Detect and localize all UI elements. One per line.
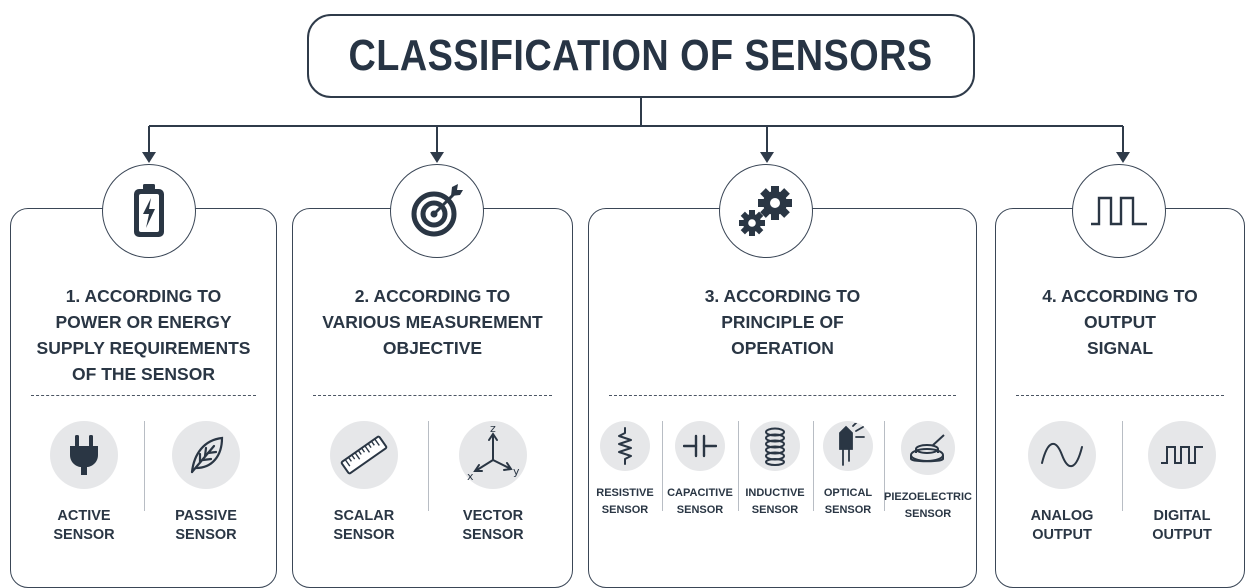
item-separator bbox=[813, 421, 814, 511]
sensor-label: PASSIVE SENSOR bbox=[175, 508, 237, 543]
dashed-divider bbox=[313, 395, 552, 396]
sensor-item-analog: ANALOG OUTPUT bbox=[1010, 421, 1114, 545]
leaf-icon bbox=[172, 421, 240, 489]
sensor-item-optical: OPTICAL SENSOR bbox=[814, 421, 882, 519]
sine-wave-icon bbox=[1028, 421, 1096, 489]
sensor-label: SCALAR SENSOR bbox=[333, 508, 395, 543]
capacitor-icon bbox=[675, 421, 725, 471]
sensor-item-active: ACTIVE SENSOR bbox=[29, 421, 139, 545]
page-title: CLASSIFICATION OF SENSORS bbox=[349, 31, 933, 80]
sensor-item-scalar: SCALAR SENSOR bbox=[309, 421, 419, 545]
sensor-label: OPTICAL SENSOR bbox=[823, 487, 873, 516]
z-axis-label: z bbox=[490, 424, 496, 435]
plug-icon bbox=[50, 421, 118, 489]
digital-wave-icon bbox=[1148, 421, 1216, 489]
light-icon bbox=[823, 421, 873, 471]
category-panel-operation: 3. ACCORDING TO PRINCIPLE OF OPERATION R… bbox=[588, 208, 977, 588]
resistor-icon bbox=[600, 421, 650, 471]
gears-icon bbox=[719, 164, 813, 258]
category-heading: 2. ACCORDING TO VARIOUS MEASUREMENT OBJE… bbox=[322, 286, 543, 358]
category-panel-output: 4. ACCORDING TO OUTPUT SIGNAL ANALOG OUT… bbox=[995, 208, 1245, 588]
sensor-label: VECTOR SENSOR bbox=[462, 508, 524, 543]
item-separator bbox=[1122, 421, 1123, 511]
sensor-label: ANALOG OUTPUT bbox=[1030, 508, 1094, 543]
sensor-item-vector: z x y VECTOR SENSOR bbox=[438, 421, 548, 545]
category-heading: 3. ACCORDING TO PRINCIPLE OF OPERATION bbox=[704, 286, 861, 358]
sensor-item-digital: DIGITAL OUTPUT bbox=[1130, 421, 1234, 545]
category-panel-measurement: 2. ACCORDING TO VARIOUS MEASUREMENT OBJE… bbox=[292, 208, 573, 588]
target-icon bbox=[390, 164, 484, 258]
square-wave-icon bbox=[1072, 164, 1166, 258]
ruler-icon bbox=[330, 421, 398, 489]
category-heading: 1. ACCORDING TO POWER OR ENERGY SUPPLY R… bbox=[36, 286, 251, 384]
y-axis-label: y bbox=[513, 465, 520, 478]
sensor-label: INDUCTIVE SENSOR bbox=[745, 487, 805, 516]
sensor-item-resistive: RESISTIVE SENSOR bbox=[591, 421, 659, 519]
sensor-label: PIEZOELECTRIC SENSOR bbox=[883, 491, 972, 520]
axes-icon: z x y bbox=[459, 421, 527, 489]
title-box: CLASSIFICATION OF SENSORS bbox=[307, 14, 975, 98]
category-panel-power: 1. ACCORDING TO POWER OR ENERGY SUPPLY R… bbox=[10, 208, 277, 588]
coil-icon bbox=[750, 421, 800, 471]
dashed-divider bbox=[1016, 395, 1224, 396]
sensor-item-capacitive: CAPACITIVE SENSOR bbox=[663, 421, 737, 519]
sensor-label: RESISTIVE SENSOR bbox=[596, 487, 654, 516]
item-separator bbox=[662, 421, 663, 511]
item-separator bbox=[738, 421, 739, 511]
sensor-item-piezoelectric: PIEZOELECTRIC SENSOR bbox=[883, 421, 973, 523]
item-separator bbox=[884, 421, 885, 511]
item-separator bbox=[144, 421, 145, 511]
sensor-item-inductive: INDUCTIVE SENSOR bbox=[739, 421, 811, 519]
dashed-divider bbox=[609, 395, 956, 396]
sensor-label: ACTIVE SENSOR bbox=[53, 508, 115, 543]
dashed-divider bbox=[31, 395, 256, 396]
piezo-disc-icon bbox=[901, 421, 955, 475]
category-heading: 4. ACCORDING TO OUTPUT SIGNAL bbox=[1042, 286, 1198, 358]
battery-icon bbox=[102, 164, 196, 258]
x-axis-label: x bbox=[467, 470, 474, 483]
sensor-label: DIGITAL OUTPUT bbox=[1152, 508, 1212, 543]
sensor-label: CAPACITIVE SENSOR bbox=[667, 487, 733, 516]
sensor-item-passive: PASSIVE SENSOR bbox=[151, 421, 261, 545]
item-separator bbox=[428, 421, 429, 511]
